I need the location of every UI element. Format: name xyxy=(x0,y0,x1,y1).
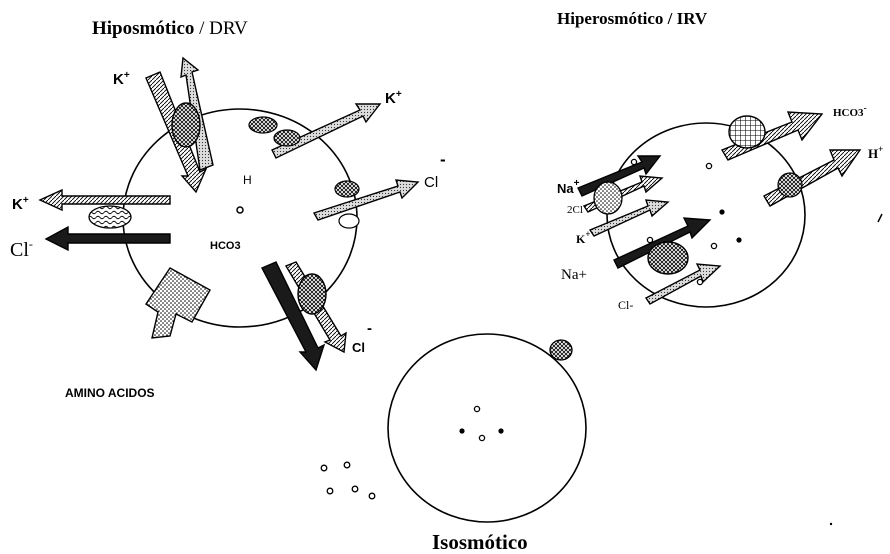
kcl-cotransporter-bottom xyxy=(262,262,346,370)
nkcc-cotransporter xyxy=(578,156,668,236)
cl-channel-oval xyxy=(335,181,359,197)
nah-exchanger xyxy=(764,150,860,206)
hco3-inside-label: HCO3 xyxy=(210,240,241,252)
nkcc-oval xyxy=(594,182,622,214)
na-channel-oval xyxy=(648,242,688,274)
extracellular-dot xyxy=(344,462,350,468)
nah-exchanger-oval xyxy=(778,173,802,197)
cl-efflux-arrow-left xyxy=(46,227,170,250)
ion-dot xyxy=(498,428,503,433)
cl-efflux-arrow xyxy=(314,180,418,220)
extracellular-dot xyxy=(352,486,358,492)
ion-dot xyxy=(474,406,479,411)
isosmotic-panel: Isosmótico xyxy=(321,334,586,554)
twocl-label: 2Cl- xyxy=(567,201,586,216)
h-label: H+ xyxy=(868,144,883,161)
ion-dot xyxy=(479,435,484,440)
anion-exchanger-oval xyxy=(729,116,765,148)
isosmotic-cell xyxy=(388,334,586,522)
scan-speck xyxy=(830,523,832,525)
na-channel-bottom xyxy=(614,218,720,304)
cl-channel-right xyxy=(314,180,418,228)
cl-right-sup: - xyxy=(440,150,446,169)
hco3-label: HCO3- xyxy=(833,103,867,119)
na-top-label: Na+ xyxy=(557,178,580,196)
extracellular-dot xyxy=(327,488,333,494)
hyperosmotic-title: Hiperosmótico / IRV xyxy=(557,9,708,28)
extracellular-dot xyxy=(321,465,327,471)
kcl-cotransporter-top xyxy=(146,58,213,192)
hyposmotic-title: Hiposmótico / DRV xyxy=(92,18,248,39)
ion-dot xyxy=(706,163,711,168)
cl-channel-oval-2 xyxy=(339,214,359,228)
h-efflux-arrow xyxy=(764,150,860,206)
extracellular-dot xyxy=(369,493,375,499)
ion-dot xyxy=(459,428,464,433)
k-top-right-label: K+ xyxy=(385,89,402,107)
anion-exchanger xyxy=(722,112,822,160)
k-channel-oval-2 xyxy=(274,130,300,146)
amino-acids-label: AMINO ACIDOS xyxy=(65,386,155,400)
ion-dot xyxy=(719,209,724,214)
k-left-label: K+ xyxy=(12,195,29,213)
membrane-transporter xyxy=(550,340,572,360)
hyposmotic-panel: Hiposmótico / DRV K+ K+ Cl - xyxy=(10,18,446,400)
ion-dot xyxy=(711,243,716,248)
h-inside-label: H xyxy=(243,173,252,187)
cl-bottom-label: Cl xyxy=(352,340,365,355)
k-label: K+ xyxy=(576,229,590,246)
k-top-left-label: K+ xyxy=(113,70,130,88)
ion-dot xyxy=(237,207,243,213)
amino-acid-exit-arrow xyxy=(146,268,210,338)
transporter-oval-bottom xyxy=(298,274,326,314)
cl-right-label: Cl xyxy=(424,174,438,191)
isosmotic-title: Isosmótico xyxy=(432,530,528,554)
cl-bottom-sup: - xyxy=(367,320,372,337)
ion-dot xyxy=(631,159,636,164)
transporter-oval xyxy=(172,103,200,147)
hyperosmotic-panel: Hiperosmótico / IRV HCO3- H+ Na+ 2Cl- K+ xyxy=(557,9,883,312)
ion-dot xyxy=(736,237,741,242)
na-bottom-label: Na+ xyxy=(561,267,587,283)
cl-left-label: Cl- xyxy=(10,237,33,261)
k-channel-oval xyxy=(249,117,277,133)
ion-dot xyxy=(647,237,652,242)
kcl-channel-left xyxy=(40,190,170,250)
kcl-channel-oval xyxy=(89,206,131,228)
scan-mark xyxy=(878,214,882,222)
ion-dot xyxy=(697,279,702,284)
cl-label: Cl- xyxy=(618,298,633,312)
